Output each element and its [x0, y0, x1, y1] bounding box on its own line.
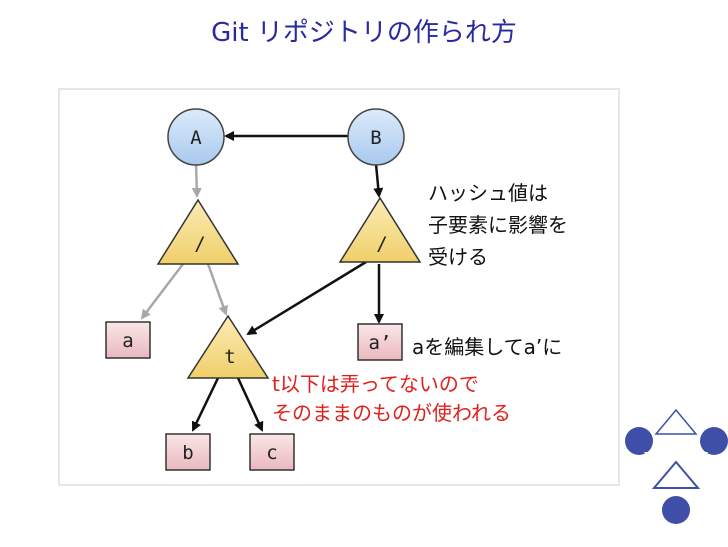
commit-label-a: A — [190, 127, 202, 149]
commit-node-b: B — [347, 108, 405, 166]
tree-node-root-a: / — [156, 198, 240, 265]
edge-t-to-b — [191, 377, 220, 432]
edge-b-to-tree — [373, 163, 384, 198]
edge-a-to-tree — [191, 163, 202, 198]
edge-tree-to-blob-a — [140, 263, 184, 320]
tree-label-root-a: / — [194, 233, 205, 255]
blob-node-a-prime: a’ — [357, 323, 403, 361]
tree-label-root-b: / — [376, 233, 387, 255]
tree-node-t: t — [186, 314, 270, 379]
tree-label-t: t — [224, 346, 235, 368]
unchanged-note-line-2: そのままのものが使われる — [272, 401, 511, 425]
unchanged-note-line-1: t以下は弄ってないので — [272, 372, 479, 396]
hash-note-line-3: 受ける — [428, 245, 488, 269]
commit-label-b: B — [370, 127, 381, 149]
tree-node-root-b: / — [338, 196, 422, 263]
blob-label-a: a — [122, 330, 133, 352]
commit-node-a: A — [167, 108, 225, 166]
blob-label-a-prime: a’ — [369, 332, 392, 354]
slide-title: Git リポジトリの作られ方 — [211, 18, 517, 48]
hash-note-line-1: ハッシュ値は — [428, 181, 548, 205]
decorative-logo — [625, 404, 728, 524]
edge-tree-b-to-t — [246, 260, 367, 336]
edge-t-to-c — [236, 377, 264, 432]
edge-tree-to-t-gray — [206, 263, 228, 316]
edit-note: aを編集してa’に — [412, 335, 562, 359]
diagram-panel — [58, 88, 620, 486]
blob-label-b: b — [182, 442, 193, 464]
blob-node-b: b — [165, 433, 211, 471]
blob-label-c: c — [266, 442, 277, 464]
blob-node-a: a — [105, 321, 151, 359]
hash-note-line-2: 子要素に影響を — [428, 213, 568, 237]
blob-node-c: c — [249, 433, 295, 471]
